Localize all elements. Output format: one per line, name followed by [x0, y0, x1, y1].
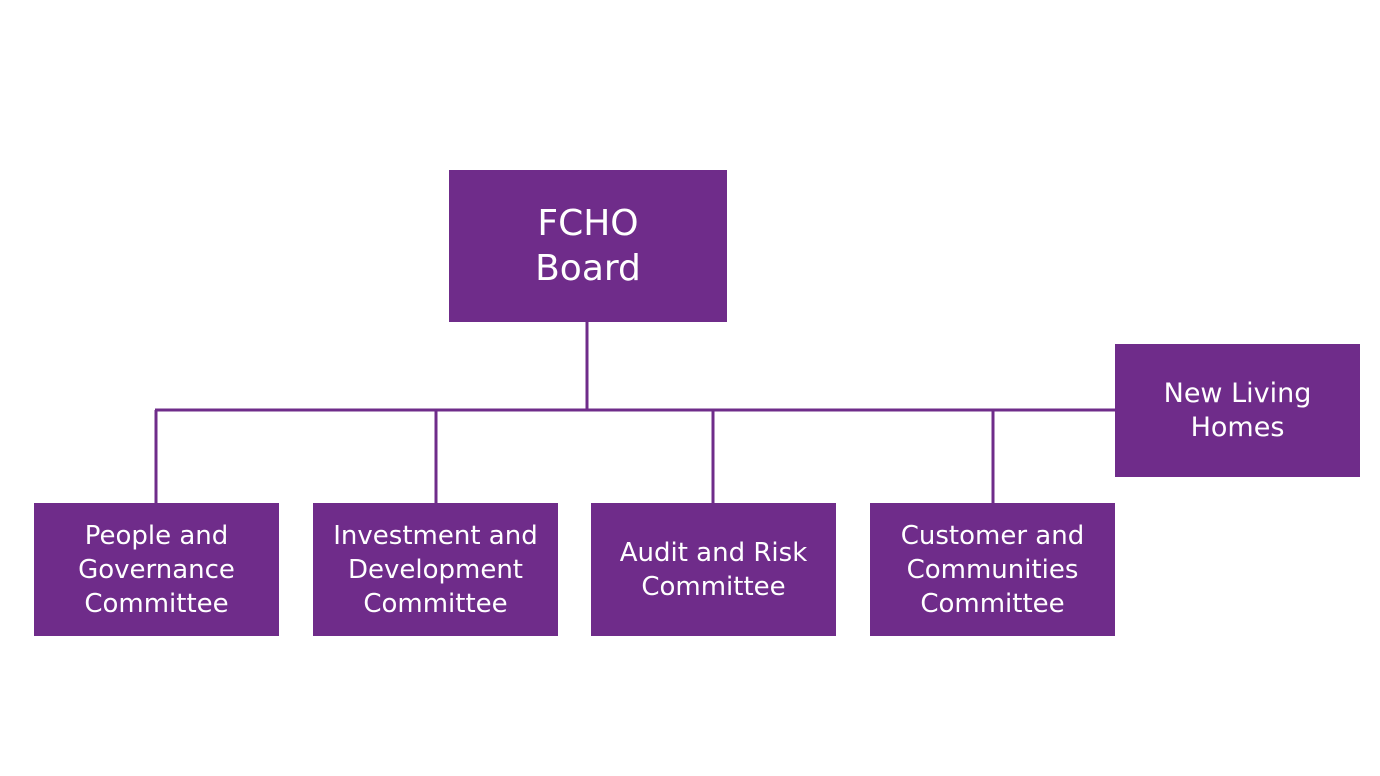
- committee-label: Customer and Communities Committee: [900, 520, 1085, 619]
- new-living-homes-label: New Living Homes: [1163, 377, 1312, 443]
- committee-label: Investment and Development Committee: [333, 520, 538, 619]
- committee-label: People and Governance Committee: [78, 520, 235, 619]
- committee-node-people-governance: People and Governance Committee: [34, 503, 279, 636]
- fcho-board-node: FCHO Board: [449, 170, 727, 322]
- fcho-board-label: FCHO Board: [535, 203, 641, 289]
- new-living-homes-node: New Living Homes: [1115, 344, 1360, 477]
- committee-node-audit-risk: Audit and Risk Committee: [591, 503, 836, 636]
- committee-node-investment-development: Investment and Development Committee: [313, 503, 558, 636]
- committee-label: Audit and Risk Committee: [619, 537, 808, 602]
- committee-node-customer-communities: Customer and Communities Committee: [870, 503, 1115, 636]
